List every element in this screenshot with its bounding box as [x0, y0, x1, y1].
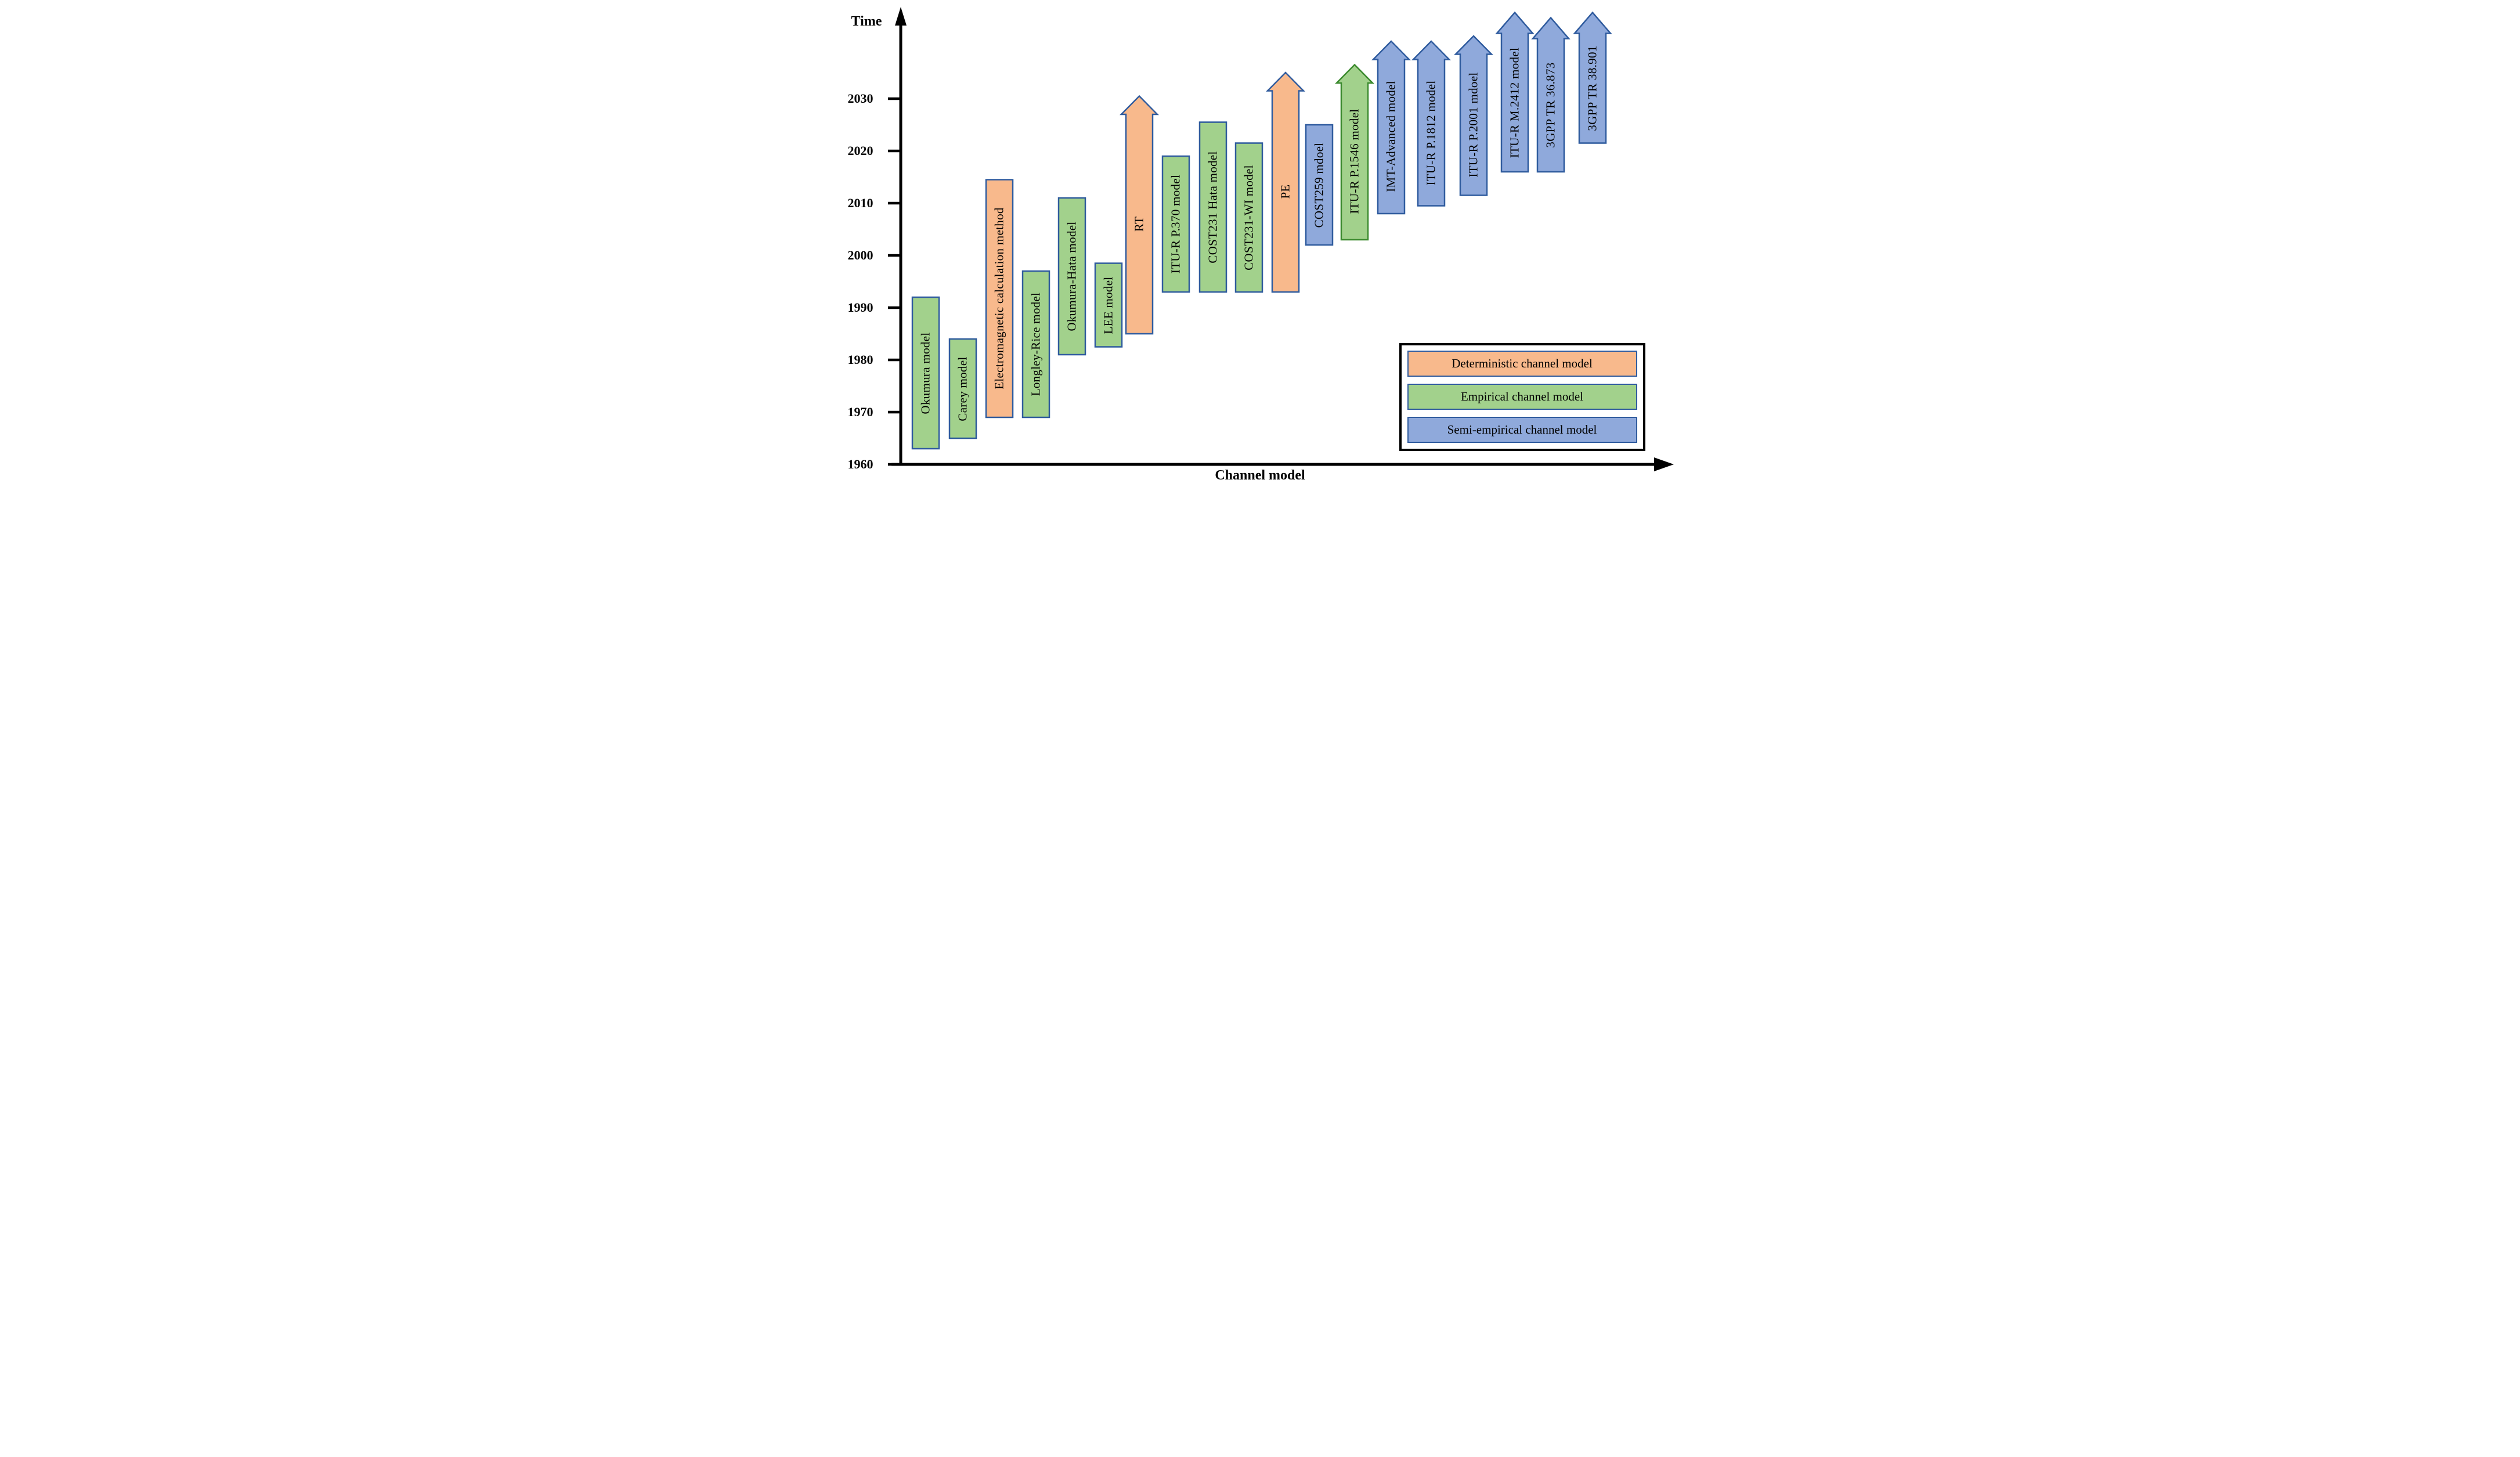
bar-itu-r-p-370-model — [1161, 155, 1190, 293]
bar-label-itu-r-p-2001-mdoel: ITU-R P.2001 mdoel — [1466, 72, 1480, 178]
bar-electromagnetic-calculation-method — [985, 179, 1013, 419]
bar-label-rt: RT — [1132, 216, 1146, 232]
bar-label-pe: PE — [1278, 184, 1292, 199]
bar-label-3gpp-tr-36-873: 3GPP TR 36.873 — [1543, 62, 1557, 148]
bar-label-okumura-hata-model: Okumura-Hata model — [1064, 221, 1078, 331]
bar-label-lee-model: LEE model — [1101, 276, 1115, 334]
bar-lee-model — [1094, 262, 1122, 348]
x-axis-arrow-icon — [1653, 457, 1674, 471]
legend-label-semi-empirical: Semi-empirical channel model — [1447, 423, 1597, 437]
bar-cost231-hata-model — [1198, 121, 1227, 293]
bar-3gpp-tr-38-901 — [1572, 11, 1612, 144]
bar-label-itu-r-m-2412-model: ITU-R M.2412 model — [1507, 47, 1521, 158]
bar-label-electromagnetic-calculation-method: Electromagnetic calculation method — [992, 207, 1006, 390]
y-axis-title: Time — [851, 14, 882, 29]
bar-cost259-mdoel — [1305, 124, 1333, 246]
bar-label-itu-r-p-1812-model: ITU-R P.1812 model — [1424, 80, 1438, 185]
bar-label-okumura-model: Okumura model — [918, 332, 932, 414]
bar-label-imt-advanced-model: IMT-Advanced model — [1384, 81, 1398, 193]
channel-model-timeline-figure: Time Channel model 2030 2020 2010 2000 1990 1… — [840, 0, 1680, 486]
bar-longley-rice-model — [1021, 270, 1050, 419]
legend-box: Deterministic channel model Empirical ch… — [1399, 343, 1645, 451]
bar-label-itu-r-p-1546-model: ITU-R P.1546 model — [1347, 109, 1361, 214]
legend-item-empirical: Empirical channel model — [1407, 384, 1637, 410]
y-tick-label-2010: 2010 — [847, 196, 873, 210]
y-tick-label-1970: 1970 — [847, 405, 873, 419]
bar-label-carey-model: Carey model — [955, 356, 969, 421]
y-tick-label-1990: 1990 — [847, 300, 873, 315]
y-tick-label-1980: 1980 — [847, 352, 873, 367]
legend-item-deterministic: Deterministic channel model — [1407, 351, 1637, 377]
bar-okumura-model — [911, 296, 940, 450]
bar-okumura-hata-model — [1057, 197, 1086, 356]
bar-itu-r-p-1546-model — [1334, 63, 1374, 241]
bar-label-cost231-hata-model: COST231 Hata model — [1205, 151, 1219, 264]
chart-area — [887, 7, 1674, 471]
bar-label-cost259-mdoel: COST259 mdoel — [1312, 142, 1326, 228]
legend-label-deterministic: Deterministic channel model — [1452, 356, 1593, 370]
legend-item-semi-empirical: Semi-empirical channel model — [1407, 417, 1637, 443]
bar-itu-r-p-2001-mdoel — [1453, 35, 1493, 196]
legend-label-empirical: Empirical channel model — [1460, 390, 1584, 403]
y-tick-label-2020: 2020 — [847, 143, 873, 158]
bar-imt-advanced-model — [1371, 40, 1411, 215]
y-tick-label-1960: 1960 — [847, 457, 873, 471]
bar-itu-r-m-2412-model — [1494, 11, 1535, 173]
bar-label-itu-r-p-370-model: ITU-R P.370 model — [1168, 174, 1182, 274]
bar-label-longley-rice-model: Longley-Rice model — [1028, 292, 1042, 396]
y-axis-arrow-icon — [894, 7, 907, 26]
bar-3gpp-tr-36-873 — [1530, 16, 1571, 173]
bar-rt — [1119, 95, 1159, 335]
y-tick-label-2030: 2030 — [847, 91, 873, 106]
y-tick-label-2000: 2000 — [847, 248, 873, 262]
bar-label-cost231-wi-model: COST231-WI model — [1241, 164, 1255, 271]
x-axis-title: Channel model — [1215, 468, 1305, 483]
bar-carey-model — [948, 338, 977, 439]
bar-pe — [1265, 71, 1305, 293]
bar-cost231-wi-model — [1234, 142, 1263, 293]
bar-itu-r-p-1812-model — [1411, 40, 1451, 207]
bar-label-3gpp-tr-38-901: 3GPP TR 38.901 — [1585, 45, 1599, 131]
